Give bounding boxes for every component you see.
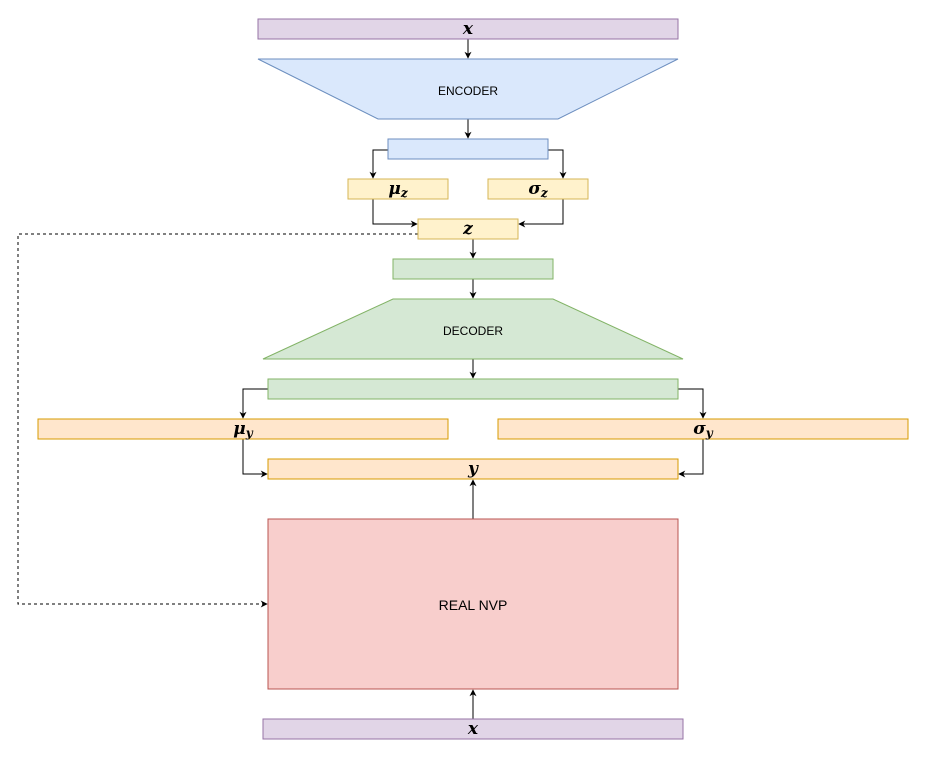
decoder-block: DECODER: [262, 298, 684, 360]
real-nvp-label: REAL NVP: [439, 597, 508, 613]
sigma-z-label: σz: [528, 179, 549, 200]
sigma-y-box: σy: [497, 418, 909, 440]
output-y-box: y: [267, 458, 679, 480]
edge-sigma-z-to-z: [518, 199, 564, 228]
edge-z-to-real-nvp-conditioning: [17, 233, 418, 608]
input-x-top-label: x: [462, 19, 474, 39]
edge-features-to-sigma-z: [548, 149, 567, 179]
edge-features-to-mu-z: [369, 149, 388, 179]
connectors: [17, 39, 707, 719]
mu-z-box: μz: [347, 178, 449, 200]
encoder-block: ENCODER: [257, 58, 679, 120]
edge-features-to-sigma-y: [678, 388, 707, 419]
sigma-z-box: σz: [487, 178, 589, 200]
mu-z-label: μz: [388, 179, 408, 200]
edge-mu-y-to-y: [242, 439, 268, 478]
sigma-y-label: σy: [693, 419, 714, 440]
output-y-label: y: [467, 459, 479, 479]
input-x-bottom-label: x: [467, 719, 479, 739]
encoder-label: ENCODER: [438, 84, 498, 98]
edge-features-to-mu-y: [239, 388, 268, 419]
edge-mu-z-to-z: [372, 199, 418, 228]
latent-z-box: z: [417, 218, 519, 240]
decoder-input-features: [392, 258, 554, 280]
input-x-bottom: x: [262, 718, 684, 740]
latent-z-label: z: [462, 219, 473, 239]
real-nvp-block: REAL NVP: [267, 518, 679, 690]
mu-y-label: μy: [233, 419, 253, 440]
edge-sigma-y-to-y: [678, 439, 704, 478]
decoder-label: DECODER: [443, 324, 503, 338]
decoder-output-features: [267, 378, 679, 400]
input-x-top: x: [257, 18, 679, 40]
mu-y-box: μy: [37, 418, 449, 440]
encoder-latent-features: [387, 138, 549, 160]
